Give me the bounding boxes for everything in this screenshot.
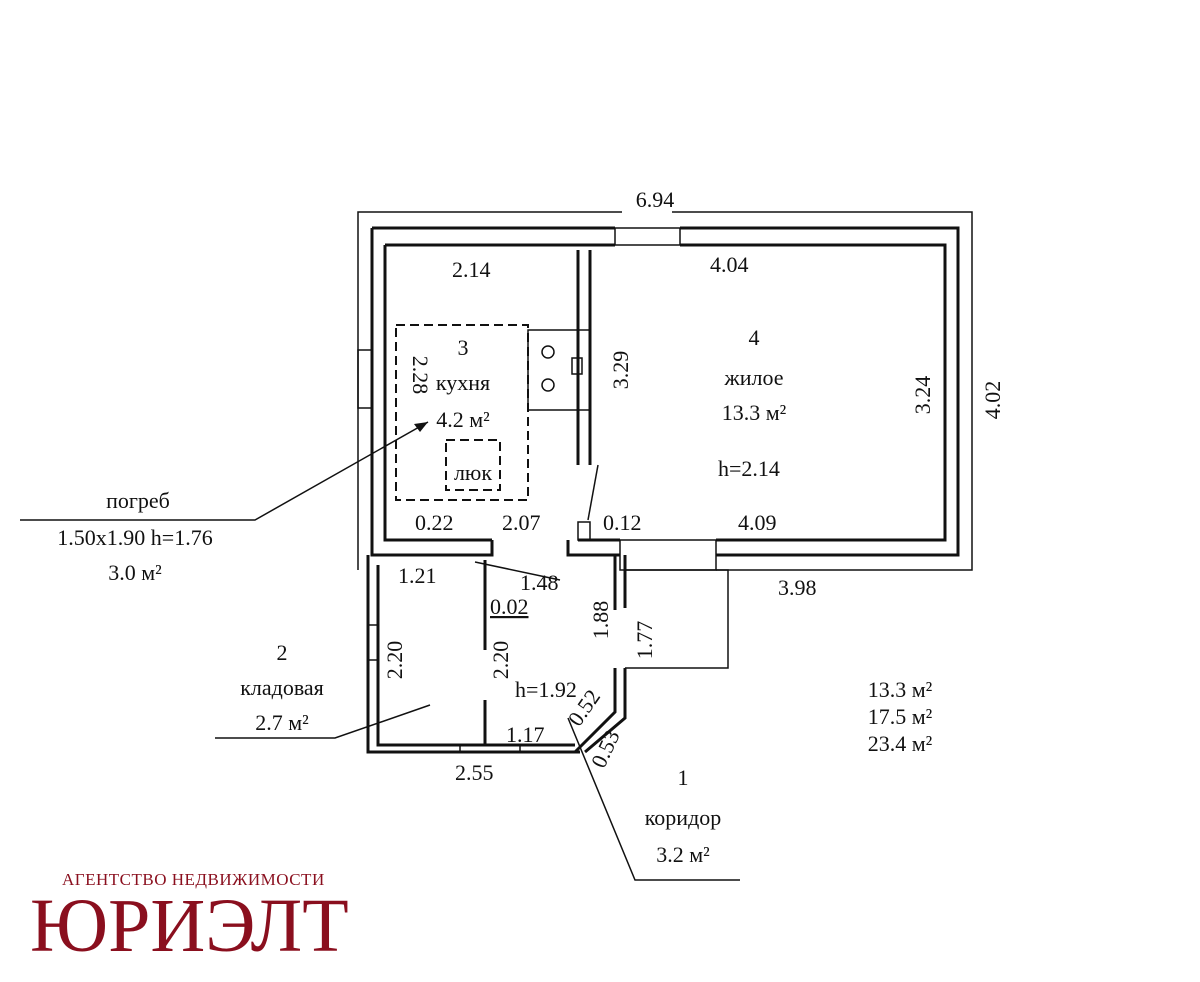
- living-height: h=2.14: [718, 456, 780, 481]
- dim-stub: 0.12: [603, 510, 642, 535]
- dim-corridor-top: 1.48: [520, 570, 559, 595]
- room-2-number: 2: [277, 640, 288, 665]
- stove: [527, 329, 591, 411]
- room-3-name: кухня: [436, 370, 490, 395]
- room-1-area: 3.2 м²: [656, 842, 710, 867]
- dim-kitchen-bottom-left: 0.22: [415, 510, 454, 535]
- corridor-leader: [567, 717, 740, 881]
- burner-icon: [541, 378, 555, 392]
- dim-kitchen-top: 2.14: [452, 257, 491, 282]
- room-1-number: 1: [678, 765, 689, 790]
- cellar-name: погреб: [106, 488, 170, 513]
- dim-storage-bottom: 2.55: [455, 760, 494, 785]
- room-3-area: 4.2 м²: [436, 407, 490, 432]
- dim-storage-top: 1.21: [398, 563, 437, 588]
- dim-storage-right: 2.20: [488, 641, 513, 680]
- corridor-height: h=1.92: [515, 677, 577, 702]
- room-4-name: жилое: [724, 365, 784, 390]
- dim-corridor-bottom: 1.17: [506, 722, 545, 747]
- walls: [357, 211, 973, 754]
- brand-logo: ЮРИЭЛТ: [30, 884, 349, 968]
- hatch-outline: [445, 439, 501, 491]
- burner-icon: [541, 345, 555, 359]
- total-area-all: 23.4 м²: [868, 731, 933, 756]
- dim-living-bottom: 4.09: [738, 510, 777, 535]
- dim-corridor-offset: 0.02: [490, 594, 529, 619]
- arrow-icon: [414, 422, 428, 432]
- room-4-number: 4: [749, 325, 760, 350]
- dim-top-total: 6.94: [636, 187, 675, 212]
- dim-corridor-right: 1.88: [588, 601, 613, 640]
- hatch-label: люк: [454, 460, 492, 485]
- cellar-leader: [20, 421, 429, 521]
- room-4-area: 13.3 м²: [722, 400, 787, 425]
- storage-leader: [215, 704, 431, 739]
- room-3-number: 3: [458, 335, 469, 360]
- dim-kitchen-left: 2.28: [408, 356, 433, 395]
- cellar-outline: [395, 324, 529, 501]
- room-1-name: коридор: [645, 805, 722, 830]
- room-2-name: кладовая: [240, 675, 324, 700]
- total-area: 17.5 м²: [868, 704, 933, 729]
- room-2-area: 2.7 м²: [255, 710, 309, 735]
- dim-kitchen-bottom: 2.07: [502, 510, 541, 535]
- brand-subtitle: АГЕНТСТВО НЕДВИЖИМОСТИ: [62, 870, 325, 889]
- dim-storage-left: 2.20: [382, 641, 407, 680]
- dim-outside-bottom: 3.98: [778, 575, 817, 600]
- sink-icon: [571, 357, 583, 375]
- dim-partition: 3.29: [608, 351, 633, 390]
- dim-porch: 1.77: [632, 621, 657, 660]
- cellar-area: 3.0 м²: [108, 560, 162, 585]
- cellar-size: 1.50x1.90 h=1.76: [57, 525, 212, 550]
- dim-right-total: 4.02: [980, 381, 1005, 420]
- dim-diag2: 0.53: [586, 726, 625, 771]
- total-living-area: 13.3 м²: [868, 677, 933, 702]
- dim-living-right: 3.24: [910, 376, 935, 415]
- dim-living-top: 4.04: [710, 252, 749, 277]
